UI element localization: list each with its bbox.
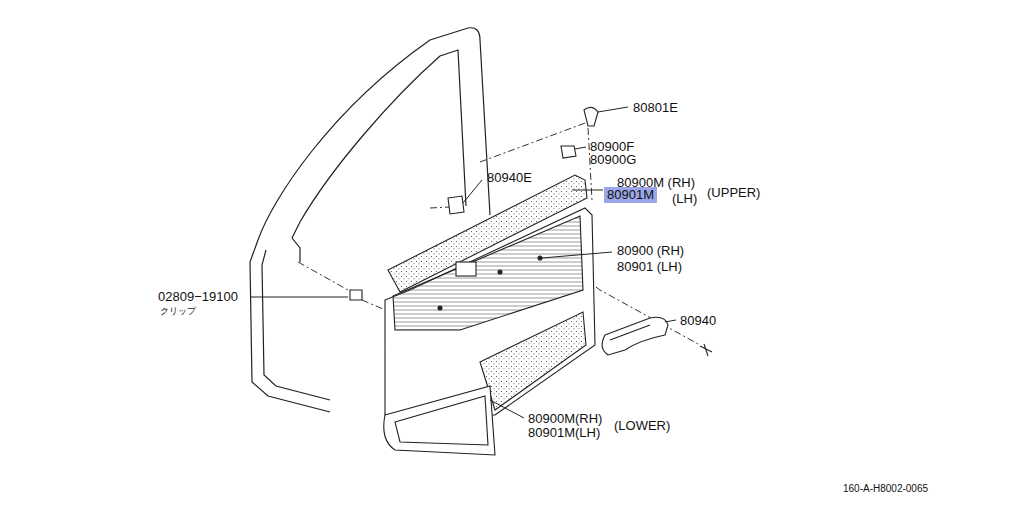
part-number: 80940 — [680, 314, 716, 328]
part-number: (LOWER) — [614, 419, 670, 433]
assembly-line — [298, 122, 700, 345]
part-number: (UPPER) — [707, 186, 760, 200]
part-number: 80900 (RH) — [617, 244, 684, 258]
part-number: 02809−19100 — [158, 290, 238, 304]
part-number: (LH) — [672, 192, 697, 206]
leader-line — [250, 107, 676, 418]
part-number: 80901M(LH) — [528, 426, 600, 440]
part-number: 80901M — [607, 188, 654, 202]
drawing-number: 160-A-H8002-0065 — [843, 482, 928, 496]
part-number: 80900F — [590, 140, 634, 154]
part-number: 80900G — [590, 153, 636, 167]
highlight-box: 80901M — [604, 187, 657, 203]
part-note: クリップ — [160, 304, 196, 318]
part-number: 80901 (LH) — [617, 260, 682, 274]
part-number: 80801E — [633, 101, 678, 115]
clip — [350, 107, 598, 300]
part-number: 80900M(RH) — [528, 412, 602, 426]
part-number: 80940E — [487, 171, 532, 185]
